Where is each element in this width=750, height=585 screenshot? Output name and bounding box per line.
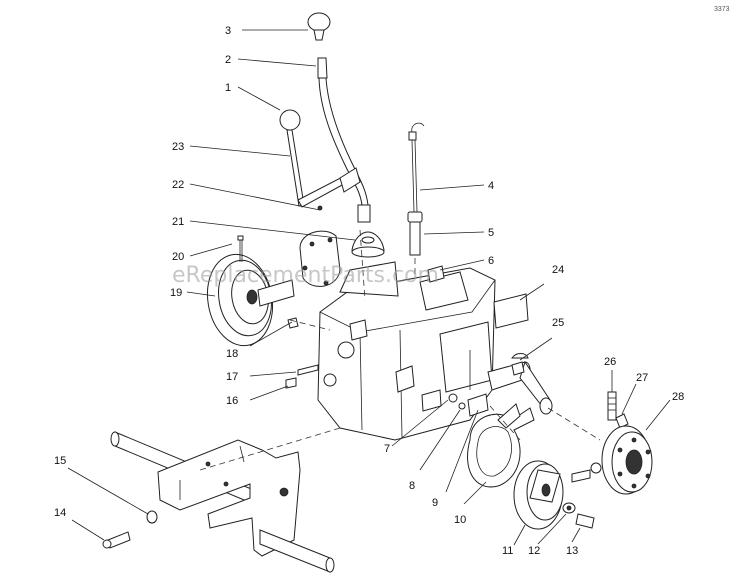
washer-bolt xyxy=(562,502,595,529)
callout-18: 18 xyxy=(226,348,238,360)
callout-11: 11 xyxy=(502,545,513,557)
hub-assembly xyxy=(571,391,653,495)
callout-14: 14 xyxy=(54,507,66,519)
callout-26: 26 xyxy=(604,356,616,368)
callout-3: 3 xyxy=(225,25,231,37)
screw-20 xyxy=(237,235,244,262)
brake-band xyxy=(467,403,535,488)
callout-1: 1 xyxy=(225,82,231,94)
pulley xyxy=(206,253,295,347)
leader-lines xyxy=(67,29,671,546)
assembly-lines xyxy=(199,229,601,471)
callout-6: 6 xyxy=(488,255,494,267)
callout-19: 19 xyxy=(170,287,182,299)
callout-4: 4 xyxy=(488,180,494,192)
callout-28: 28 xyxy=(672,391,684,403)
callout-7: 7 xyxy=(384,443,390,455)
callout-22: 22 xyxy=(172,179,184,191)
callout-23: 23 xyxy=(172,141,184,153)
brake-drum xyxy=(513,460,564,530)
gasket-24 xyxy=(493,293,529,329)
callout-24: 24 xyxy=(552,264,564,276)
callout-8: 8 xyxy=(409,480,415,492)
callout-17: 17 xyxy=(226,371,238,383)
callout-2: 2 xyxy=(225,54,231,66)
callout-numbers: 3 2 1 23 22 21 20 19 18 17 16 4 5 6 24 2… xyxy=(54,25,684,557)
corner-code: 3373 xyxy=(714,6,730,13)
callout-20: 20 xyxy=(172,251,184,263)
callout-15: 15 xyxy=(54,455,66,467)
callout-21: 21 xyxy=(172,216,184,228)
callout-5: 5 xyxy=(488,227,494,239)
callout-13: 13 xyxy=(566,545,578,557)
callout-16: 16 xyxy=(226,395,238,407)
callout-12: 12 xyxy=(528,545,540,557)
callout-10: 10 xyxy=(454,514,466,526)
frame-axle xyxy=(102,431,335,573)
callout-9: 9 xyxy=(432,497,438,509)
watermark: eReplacementParts.com xyxy=(172,263,439,288)
shift-boot xyxy=(351,231,385,258)
callout-25: 25 xyxy=(552,317,564,329)
gasket-plate xyxy=(299,230,341,287)
dipstick-assembly xyxy=(407,122,425,256)
callout-27: 27 xyxy=(636,372,648,384)
hardware-small xyxy=(285,317,489,417)
knob-handle xyxy=(279,109,361,211)
